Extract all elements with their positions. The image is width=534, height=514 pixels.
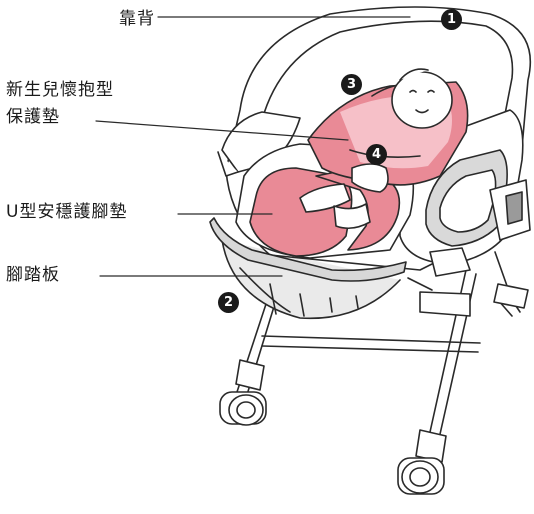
label-newborn-cushion-line2: 保護墊 bbox=[6, 107, 60, 127]
label-u-shaped-mat: U型安穩護腳墊 bbox=[6, 202, 128, 222]
label-backrest: 靠背 bbox=[119, 9, 155, 29]
footrest-bar bbox=[209, 217, 407, 282]
badge-1: 1 bbox=[441, 9, 462, 30]
right-side-panel bbox=[399, 109, 531, 317]
label-footrest: 腳踏板 bbox=[6, 265, 60, 285]
badge-4: 4 bbox=[366, 144, 387, 165]
caster-front-left bbox=[219, 391, 267, 426]
baby-figure bbox=[299, 68, 453, 230]
leader-lines bbox=[95, 16, 411, 277]
caster-front-right bbox=[397, 457, 445, 495]
label-newborn-cushion-line1: 新生兒懷抱型 bbox=[6, 80, 114, 100]
badge-2: 2 bbox=[218, 292, 239, 313]
label-newborn-cushion: 新生兒懷抱型 保護墊 bbox=[6, 77, 114, 131]
badge-3: 3 bbox=[341, 74, 362, 95]
